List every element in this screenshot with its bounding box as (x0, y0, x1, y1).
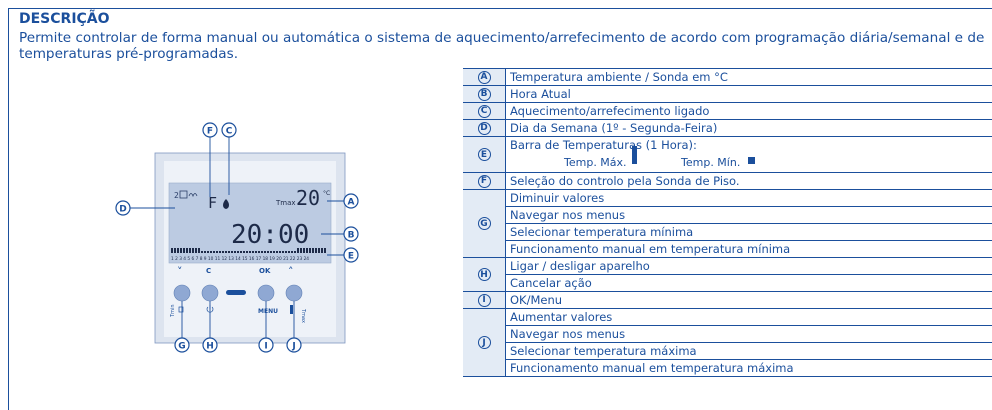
lcd-temperature-unit: °C (323, 190, 330, 197)
legend-table: A Temperatura ambiente / Sonda em °C B H… (463, 68, 992, 377)
lcd-time: 20:00 (231, 220, 309, 250)
legend-text-j-1: Navegar nos menus (506, 325, 992, 342)
section-title: DESCRIÇÃO (19, 11, 110, 27)
day-indicator: 2 (174, 191, 179, 200)
legend-row-c: C Aquecimento/arrefecimento ligado (463, 103, 992, 120)
button-up[interactable] (285, 284, 303, 302)
legend-letter-b: B (477, 87, 491, 101)
legend-text-g-3: Funcionamento manual em temperatura míni… (506, 240, 992, 257)
btn-c-symbol: C (206, 267, 211, 275)
legend-letter-e: E (477, 148, 491, 161)
legend-row-d: D Dia da Semana (1º - Segunda-Feira) (463, 120, 992, 137)
legend-letter-d: D (477, 121, 491, 135)
legend-text-j-3: Funcionamento manual em temperatura máxi… (506, 359, 992, 376)
callout-f-circle (202, 122, 218, 138)
callout-c: C (226, 127, 233, 137)
thermostat-illustration: 2 F Tmax 20 °C 20:00 1 2 3 4 5 6 7 8 9 1 (115, 122, 359, 353)
legend-text-j-0: Aumentar valores (510, 310, 613, 324)
flame-icon (223, 199, 229, 209)
temp-min-bar-icon (748, 157, 755, 164)
callout-g-circle (174, 337, 190, 353)
callout-b: B (348, 231, 355, 241)
callout-c-circle (221, 122, 237, 138)
callout-i: I (264, 342, 267, 352)
callout-lines (130, 137, 344, 338)
section-description: Permite controlar de forma manual ou aut… (19, 30, 985, 62)
hour-bars (171, 248, 326, 253)
btn-down-symbol: ˅ (177, 265, 183, 278)
callout-e-circle (343, 247, 359, 263)
button-down[interactable] (173, 284, 191, 302)
callout-d-circle (115, 200, 131, 216)
hand-icon (188, 193, 198, 198)
legend-text-a-0: Temperatura ambiente / Sonda em °C (510, 70, 728, 84)
legend-text-g-0: Diminuir valores (510, 191, 605, 205)
legend-text-j-2: Selecionar temperatura máxima (506, 342, 992, 359)
page-border-left (8, 8, 9, 410)
legend-letter-h: H (477, 268, 491, 281)
legend-text-c-0: Aquecimento/arrefecimento ligado (510, 104, 710, 118)
callout-a-circle (343, 193, 359, 209)
legend-letter-c: C (477, 104, 491, 118)
legend-letter-i: I (477, 293, 491, 307)
legend-text-h-1: Cancelar ação (506, 274, 992, 291)
legend-row-h: H Ligar / desligar aparelho Cancelar açã… (463, 258, 992, 292)
legend-text-h-0: Ligar / desligar aparelho (510, 259, 650, 273)
legend-row-a: A Temperatura ambiente / Sonda em °C (463, 68, 992, 86)
legend-text-g-2: Selecionar temperatura mínima (506, 223, 992, 240)
legend-text-e: Barra de Temperaturas (1 Hora): (510, 138, 697, 152)
legend-letter-j: J (477, 336, 491, 349)
page-border-top (8, 8, 992, 9)
lcd-tmax-label: Tmax (275, 199, 296, 207)
callout-g: G (178, 342, 185, 352)
legend-text-d-0: Dia da Semana (1º - Segunda-Feira) (510, 121, 718, 135)
legend-letter-a: A (477, 70, 491, 84)
lcd-day-mode: F (208, 194, 217, 212)
legend-text-f-0: Seleção do controlo pela Sonda de Piso. (510, 174, 740, 188)
menu-label: MENU (258, 308, 278, 315)
legend-text-b-0: Hora Atual (510, 87, 571, 101)
legend-row-e: E Barra de Temperaturas (1 Hora): Temp. … (463, 137, 992, 173)
legend-temp-max-label: Temp. Máx. (564, 156, 627, 169)
lcd-temperature: 20 (296, 186, 320, 210)
tmax-mark (290, 305, 293, 314)
callout-j-circle (286, 337, 302, 353)
legend-temp-min-label: Temp. Mín. (681, 156, 741, 169)
legend-row-g: G Diminuir valores Navegar nos menus Sel… (463, 190, 992, 258)
legend-row-j: J Aumentar valores Navegar nos menus Sel… (463, 309, 992, 377)
legend-text-i-0: OK/Menu (510, 293, 563, 307)
button-ok[interactable] (257, 284, 275, 302)
tmin-label: Tmin (170, 305, 176, 318)
tmin-mark (178, 306, 184, 313)
callout-a: A (348, 198, 355, 208)
callout-b-circle (343, 226, 359, 242)
callout-d: D (119, 205, 126, 215)
legend-row-f: F Seleção do controlo pela Sonda de Piso… (463, 173, 992, 190)
callout-f: F (207, 127, 213, 137)
legend-letter-f: F (477, 174, 491, 188)
legend-row-b: B Hora Atual (463, 86, 992, 103)
legend-row-i: I OK/Menu (463, 292, 992, 309)
callout-h-circle (202, 337, 218, 353)
btn-up-symbol: ˄ (288, 265, 294, 278)
day-indicator-box (179, 190, 188, 199)
callout-j: J (291, 342, 295, 352)
legend-text-g-1: Navegar nos menus (506, 206, 992, 223)
temp-max-bar-icon (632, 146, 637, 164)
button-c[interactable] (201, 284, 219, 302)
callout-i-circle (258, 337, 274, 353)
hour-scale: 1 2 3 4 5 6 7 8 9 10 11 12 13 14 15 16 1… (171, 256, 309, 262)
callout-h: H (206, 342, 214, 352)
btn-ok-symbol: OK (259, 267, 271, 275)
tmax-label: Tmax (300, 308, 306, 323)
device-dash (226, 290, 246, 295)
callout-e: E (348, 252, 354, 262)
legend-letter-g: G (477, 217, 491, 230)
